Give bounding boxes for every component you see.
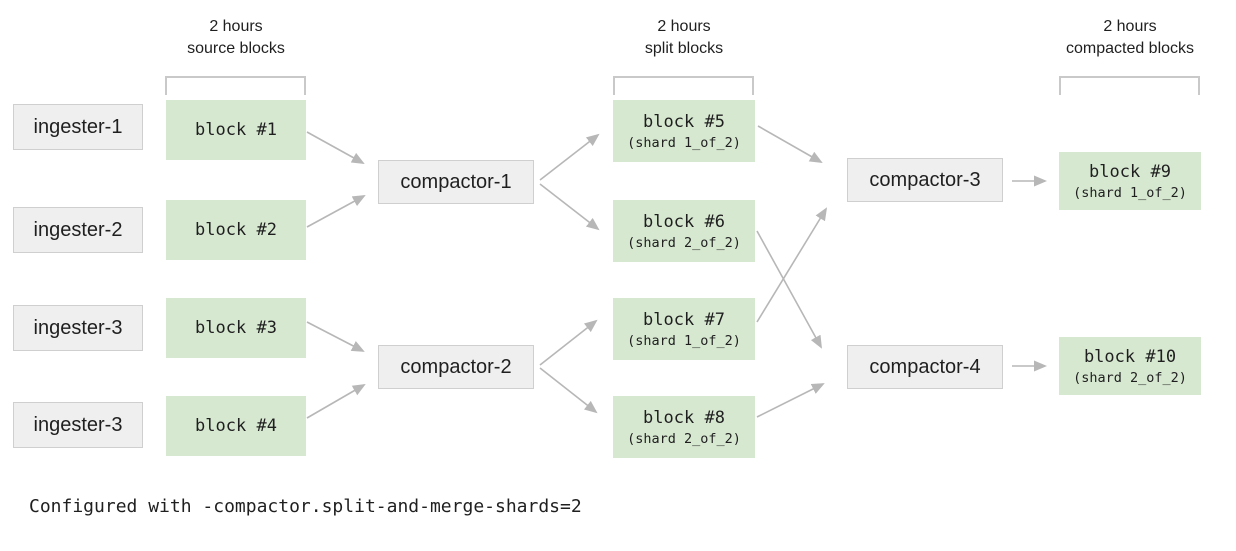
compactor-4-box: compactor-4 xyxy=(847,345,1003,389)
arrow-block1-to-compactor1 xyxy=(306,131,365,164)
ingester-2-box: ingester-2 xyxy=(13,207,143,253)
compacted-block-9-shard: (shard 1_of_2) xyxy=(1073,184,1187,201)
compactor-3-box: compactor-3 xyxy=(847,158,1003,202)
header-compacted-blocks: 2 hours compacted blocks xyxy=(1024,16,1236,60)
header-split-blocks: 2 hours split blocks xyxy=(594,16,774,60)
split-block-5: block #5 (shard 1_of_2) xyxy=(613,100,755,162)
bracket-compacted-blocks xyxy=(1059,76,1200,95)
arrow-block6-to-compactor4 xyxy=(756,230,822,349)
header-source-line1: 2 hours xyxy=(209,18,263,35)
ingester-1-label: ingester-1 xyxy=(33,115,123,138)
header-split-line2: split blocks xyxy=(644,40,724,57)
arrow-block8-to-compactor4 xyxy=(756,383,825,418)
compacted-block-10: block #10 (shard 2_of_2) xyxy=(1059,337,1201,395)
arrow-compactor1-to-block6 xyxy=(539,183,600,231)
compacted-block-9-label: block #9 xyxy=(1089,161,1171,182)
source-block-2-label: block #2 xyxy=(195,220,277,240)
arrow-compactor1-to-block5 xyxy=(539,133,600,181)
source-block-3: block #3 xyxy=(166,298,306,358)
ingester-2-label: ingester-2 xyxy=(33,218,123,241)
compactor-4-label: compactor-4 xyxy=(869,355,981,378)
compactor-3-label: compactor-3 xyxy=(869,168,981,191)
split-block-7-label: block #7 xyxy=(643,309,725,330)
arrow-block7-to-compactor3 xyxy=(756,207,828,323)
arrow-block3-to-compactor2 xyxy=(306,321,365,352)
arrow-block2-to-compactor1 xyxy=(306,195,366,228)
compactor-1-box: compactor-1 xyxy=(378,160,534,204)
bracket-split-blocks xyxy=(613,76,754,95)
ingester-4-box: ingester-3 xyxy=(13,402,143,448)
compacted-block-10-label: block #10 xyxy=(1083,346,1177,367)
split-block-8-shard: (shard 2_of_2) xyxy=(627,430,741,447)
source-block-4: block #4 xyxy=(166,396,306,456)
split-block-5-label: block #5 xyxy=(643,111,725,132)
compacted-block-9: block #9 (shard 1_of_2) xyxy=(1059,152,1201,210)
split-block-6-label: block #6 xyxy=(643,211,725,232)
header-compacted-line2: compacted blocks xyxy=(1065,40,1195,57)
split-block-8-label: block #8 xyxy=(643,407,725,428)
ingester-4-label: ingester-3 xyxy=(33,413,123,436)
header-compacted-line1: 2 hours xyxy=(1103,18,1157,35)
arrow-compactor2-to-block8 xyxy=(539,367,598,414)
ingester-1-box: ingester-1 xyxy=(13,104,143,150)
compacted-block-10-shard: (shard 2_of_2) xyxy=(1073,369,1187,386)
config-note: Configured with -compactor.split-and-mer… xyxy=(29,496,582,517)
source-block-1: block #1 xyxy=(166,100,306,160)
split-block-7: block #7 (shard 1_of_2) xyxy=(613,298,755,360)
bracket-source-blocks xyxy=(165,76,306,95)
split-block-6: block #6 (shard 2_of_2) xyxy=(613,200,755,262)
split-block-5-shard: (shard 1_of_2) xyxy=(627,134,741,151)
split-block-8: block #8 (shard 2_of_2) xyxy=(613,396,755,458)
compactor-2-box: compactor-2 xyxy=(378,345,534,389)
ingester-3-label: ingester-3 xyxy=(33,316,123,339)
arrow-block5-to-compactor3 xyxy=(757,125,823,163)
source-block-3-label: block #3 xyxy=(195,318,277,338)
ingester-3-box: ingester-3 xyxy=(13,305,143,351)
split-block-7-shard: (shard 1_of_2) xyxy=(627,332,741,349)
header-source-line2: source blocks xyxy=(187,40,285,57)
split-block-6-shard: (shard 2_of_2) xyxy=(627,234,741,251)
compactor-2-label: compactor-2 xyxy=(400,355,512,378)
source-block-2: block #2 xyxy=(166,200,306,260)
header-source-blocks: 2 hours source blocks xyxy=(146,16,326,60)
header-split-line1: 2 hours xyxy=(657,18,711,35)
source-block-1-label: block #1 xyxy=(195,120,277,140)
arrow-compactor2-to-block7 xyxy=(539,319,598,366)
compactor-1-label: compactor-1 xyxy=(400,170,512,193)
arrow-block4-to-compactor2 xyxy=(306,383,366,419)
source-block-4-label: block #4 xyxy=(195,416,277,436)
